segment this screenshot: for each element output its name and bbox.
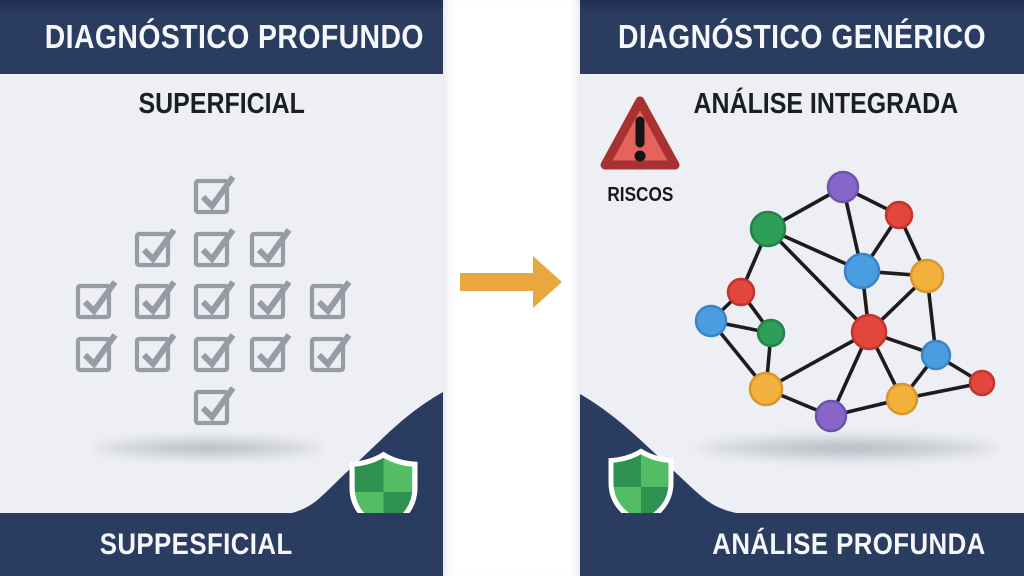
middle-strip	[443, 0, 580, 576]
network-node-blue	[920, 339, 952, 371]
network-node-yellow	[909, 258, 945, 294]
checkbox-icon	[193, 332, 235, 372]
left-header-band: DIAGNÓSTICO PROFUNDO	[0, 0, 443, 74]
checkbox-icon	[193, 227, 235, 267]
checkbox-icon	[249, 279, 291, 319]
checkbox-icon	[309, 332, 351, 372]
right-header-title: DIAGNÓSTICO GENÉRICO	[617, 18, 987, 55]
checkbox-icon	[193, 279, 235, 319]
network-edge	[709, 290, 743, 323]
network-edge	[860, 269, 871, 334]
left-footer-title: SUPPESFICIAL	[100, 527, 293, 561]
left-header-title: DIAGNÓSTICO PROFUNDO	[44, 18, 424, 55]
right-footer-band: ANÁLISE PROFUNDA	[580, 513, 1024, 576]
checkbox-icon	[75, 279, 117, 319]
network-edge	[841, 185, 901, 217]
checkbox-icon	[134, 279, 176, 319]
left-panel: DIAGNÓSTICO PROFUNDO SUPERFICIAL SUPPESF…	[0, 0, 443, 576]
checkbox-icon	[193, 174, 235, 214]
network-shadow	[695, 436, 1000, 460]
network-edge	[860, 269, 929, 278]
checkbox-icon	[249, 227, 291, 267]
checkbox-icon	[309, 279, 351, 319]
network-edge	[739, 227, 770, 294]
network-edge	[766, 227, 871, 334]
checkbox-icon	[75, 332, 117, 372]
checkbox-icon	[134, 227, 176, 267]
network-edge	[841, 185, 864, 273]
network-node-blue	[694, 304, 728, 338]
network-node-purple	[826, 170, 860, 204]
network-edge	[867, 274, 929, 334]
right-panel: DIAGNÓSTICO GENÉRICO ANÁLISE INTEGRADA R…	[580, 0, 1024, 576]
network-edge	[739, 290, 773, 335]
network-node-red	[884, 200, 914, 230]
network-edge	[934, 353, 984, 385]
network-edge	[766, 185, 845, 231]
right-header-band: DIAGNÓSTICO GENÉRICO	[580, 0, 1024, 74]
left-footer-band: SUPPESFICIAL	[0, 513, 443, 576]
warning-label: RISCOS	[607, 184, 673, 206]
right-footer-title: ANÁLISE PROFUNDA	[712, 527, 987, 561]
checkbox-icon	[134, 332, 176, 372]
network-edge	[867, 330, 938, 357]
network-edge	[766, 227, 864, 273]
warning-triangle-icon	[600, 96, 680, 170]
network-edge	[897, 213, 929, 278]
network-node-blue	[843, 252, 881, 290]
network-node-green	[749, 210, 787, 248]
network-edge	[709, 319, 773, 335]
network-node-red	[726, 277, 756, 307]
checkbox-icon	[249, 332, 291, 372]
checkbox-grid-shadow	[90, 438, 326, 458]
network-node-red	[850, 313, 888, 351]
right-arrow-icon	[460, 256, 562, 308]
network-node-green	[756, 318, 786, 348]
left-subtitle: SUPERFICIAL	[138, 88, 305, 120]
network-edge	[925, 274, 938, 357]
network-edge	[709, 319, 768, 391]
right-subtitle: ANÁLISE INTEGRADA	[693, 88, 959, 120]
network-edge	[860, 213, 901, 273]
